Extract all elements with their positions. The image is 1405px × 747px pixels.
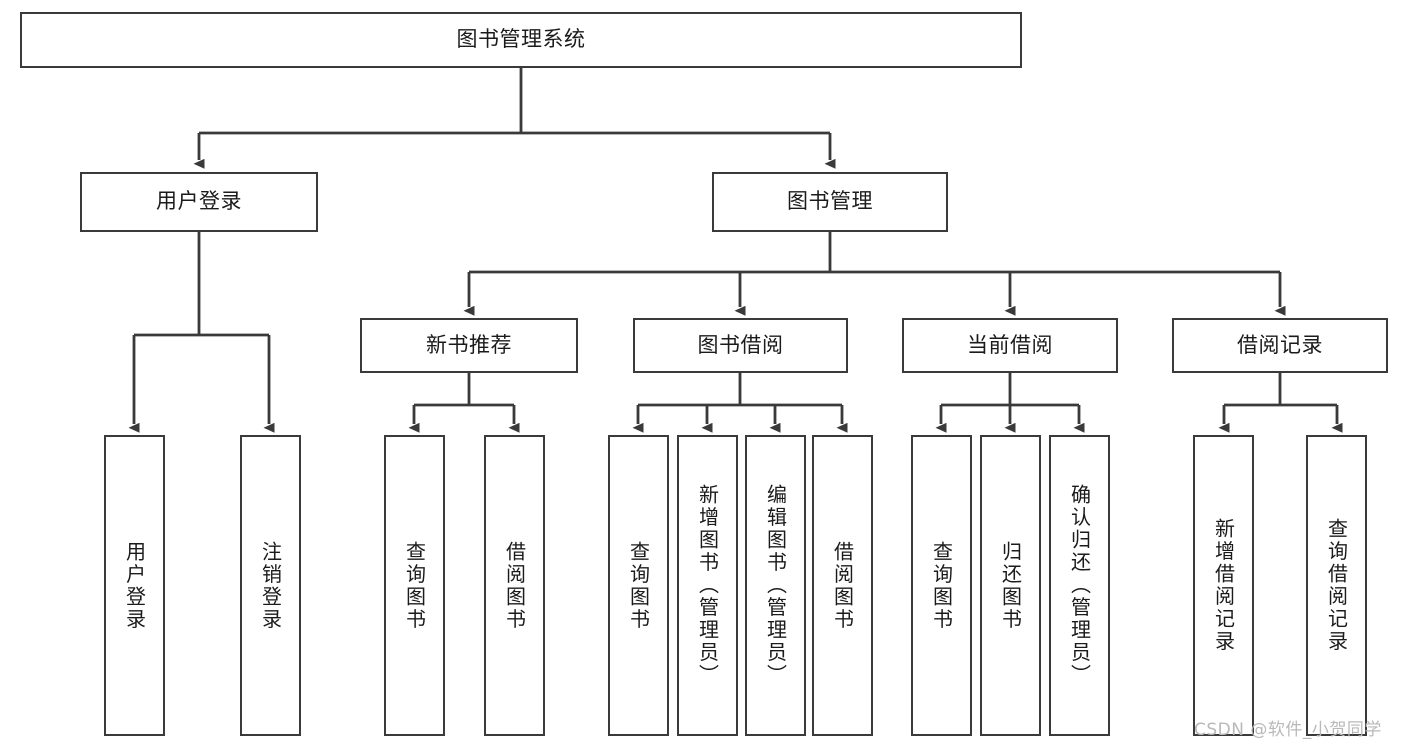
leaf-book-borrow-1[interactable]: 查询图书 <box>608 435 669 736</box>
leaf-borrow-record-2[interactable]: 查询借阅记录 <box>1306 435 1367 736</box>
leaf-user-login-1-label: 用户登录 <box>122 540 147 631</box>
leaf-new-book-rec-2[interactable]: 借阅图书 <box>484 435 545 736</box>
node-current-borrow[interactable]: 当前借阅 <box>902 318 1118 373</box>
node-book-manage[interactable]: 图书管理 <box>712 172 948 232</box>
node-user-login-label: 用户登录 <box>156 189 242 214</box>
node-book-manage-label: 图书管理 <box>787 189 873 214</box>
leaf-current-borrow-2[interactable]: 归还图书 <box>980 435 1041 736</box>
node-user-login[interactable]: 用户登录 <box>80 172 318 232</box>
node-book-borrow-label: 图书借阅 <box>697 332 784 357</box>
leaf-current-borrow-1-label: 查询图书 <box>929 540 954 631</box>
node-borrow-record[interactable]: 借阅记录 <box>1172 318 1388 373</box>
node-current-borrow-label: 当前借阅 <box>967 332 1053 357</box>
leaf-new-book-rec-1[interactable]: 查询图书 <box>384 435 445 736</box>
leaf-new-book-rec-2-label: 借阅图书 <box>502 540 527 631</box>
leaf-current-borrow-3[interactable]: 确认归还（管理员） <box>1049 435 1110 736</box>
csdn-watermark: CSDN @软件_小贺同学 <box>1194 720 1382 740</box>
node-root-label: 图书管理系统 <box>456 27 586 52</box>
leaf-book-borrow-3-label: 编辑图书（管理员） <box>763 484 788 687</box>
leaf-user-login-2[interactable]: 注销登录 <box>240 435 301 736</box>
leaf-borrow-record-2-label: 查询借阅记录 <box>1324 518 1349 653</box>
leaf-current-borrow-2-label: 归还图书 <box>998 540 1023 631</box>
leaf-book-borrow-4[interactable]: 借阅图书 <box>812 435 873 736</box>
leaf-user-login-1[interactable]: 用户登录 <box>104 435 165 736</box>
leaf-current-borrow-1[interactable]: 查询图书 <box>911 435 972 736</box>
leaf-book-borrow-3[interactable]: 编辑图书（管理员） <box>745 435 806 736</box>
leaf-book-borrow-2[interactable]: 新增图书（管理员） <box>677 435 738 736</box>
leaf-borrow-record-1-label: 新增借阅记录 <box>1211 518 1236 653</box>
node-root[interactable]: 图书管理系统 <box>20 12 1022 68</box>
node-new-book-recommendation-label: 新书推荐 <box>426 332 512 357</box>
leaf-book-borrow-4-label: 借阅图书 <box>830 540 855 631</box>
leaf-user-login-2-label: 注销登录 <box>258 540 283 631</box>
node-new-book-recommendation[interactable]: 新书推荐 <box>360 318 578 373</box>
node-book-borrow[interactable]: 图书借阅 <box>633 318 848 373</box>
leaf-new-book-rec-1-label: 查询图书 <box>402 540 427 631</box>
node-borrow-record-label: 借阅记录 <box>1237 332 1323 357</box>
leaf-borrow-record-1[interactable]: 新增借阅记录 <box>1193 435 1254 736</box>
leaf-current-borrow-3-label: 确认归还（管理员） <box>1067 484 1092 687</box>
leaf-book-borrow-2-label: 新增图书（管理员） <box>695 484 720 687</box>
leaf-book-borrow-1-label: 查询图书 <box>626 540 651 631</box>
